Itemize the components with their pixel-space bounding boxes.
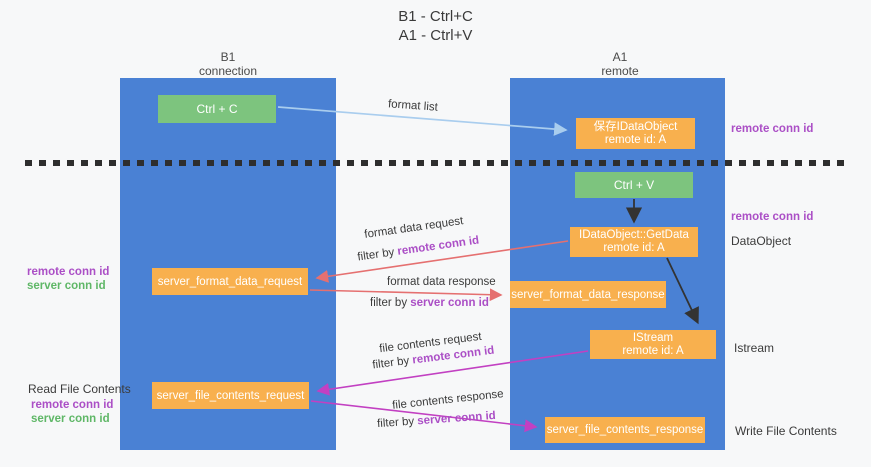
label-conn-ids-mid-left: remote conn id server conn id — [27, 266, 109, 293]
arrow-format-data-response — [309, 288, 503, 302]
left-column-header: B1 connection — [168, 50, 288, 78]
arrow-file-contents-response — [310, 400, 538, 433]
node-save-idataobject: 保存IDataObject remote id: A — [576, 118, 695, 149]
node-istream-line1: IStream — [632, 331, 674, 344]
label-dataobject: DataObject — [731, 234, 792, 248]
label-remote-conn-id-right: remote conn id — [731, 211, 814, 223]
title-line-a1: A1 - Ctrl+V — [398, 27, 473, 44]
node-server-format-data-response: server_format_data_response — [510, 281, 666, 308]
right-column-name: A1 — [612, 50, 628, 64]
node-save-idataobject-line1: 保存IDataObject — [593, 120, 678, 133]
label-read-file-contents: Read File Contents — [28, 382, 131, 396]
arrow-format-list — [277, 106, 568, 136]
label-remote-conn-id-top-right: remote conn id — [731, 123, 814, 135]
diagram-title: B1 - Ctrl+C A1 - Ctrl+V — [0, 7, 871, 45]
label-conn-ids-bottom-left: remote conn id server conn id — [31, 399, 113, 426]
left-column-subtitle: connection — [198, 64, 258, 78]
label-write-file-contents: Write File Contents — [735, 424, 837, 438]
node-server-file-contents-request: server_file_contents_request — [152, 382, 309, 409]
node-save-idataobject-line2: remote id: A — [604, 133, 667, 146]
arrow-getdata-to-istream — [666, 257, 699, 325]
right-column-header: A1 remote — [560, 50, 680, 78]
label-remote-conn-id-mid-left: remote conn id — [27, 266, 110, 278]
label-server-conn-id-mid-left: server conn id — [27, 279, 106, 292]
title-line-b1: B1 - Ctrl+C — [398, 8, 473, 25]
server-conn-id-text: server conn id — [410, 297, 489, 309]
label-format-data-response: format data response — [387, 276, 496, 288]
node-idataobject-getdata: IDataObject::GetData remote id: A — [570, 227, 698, 257]
node-server-format-data-request: server_format_data_request — [152, 268, 308, 295]
node-idataobject-getdata-line2: remote id: A — [603, 242, 665, 254]
node-idataobject-getdata-line1: IDataObject::GetData — [579, 229, 689, 241]
label-filter-by-server-conn-id-1: filter by server conn id — [370, 297, 489, 309]
arrow-format-data-request — [315, 240, 569, 283]
node-ctrl-v: Ctrl + V — [575, 172, 693, 198]
left-column-name: B1 — [220, 50, 236, 64]
label-server-conn-id-bottom-left: server conn id — [31, 412, 110, 425]
node-ctrl-c: Ctrl + C — [158, 95, 276, 123]
right-column-subtitle: remote — [601, 64, 639, 78]
arrow-file-contents-request — [316, 350, 589, 396]
filter-by-text: filter by — [370, 297, 411, 309]
node-istream-line2: remote id: A — [622, 344, 684, 357]
node-server-file-contents-response: server_file_contents_response — [545, 417, 705, 443]
label-remote-conn-id-bottom-left: remote conn id — [31, 399, 114, 411]
node-istream: IStream remote id: A — [590, 330, 716, 359]
label-istream: Istream — [734, 341, 775, 355]
